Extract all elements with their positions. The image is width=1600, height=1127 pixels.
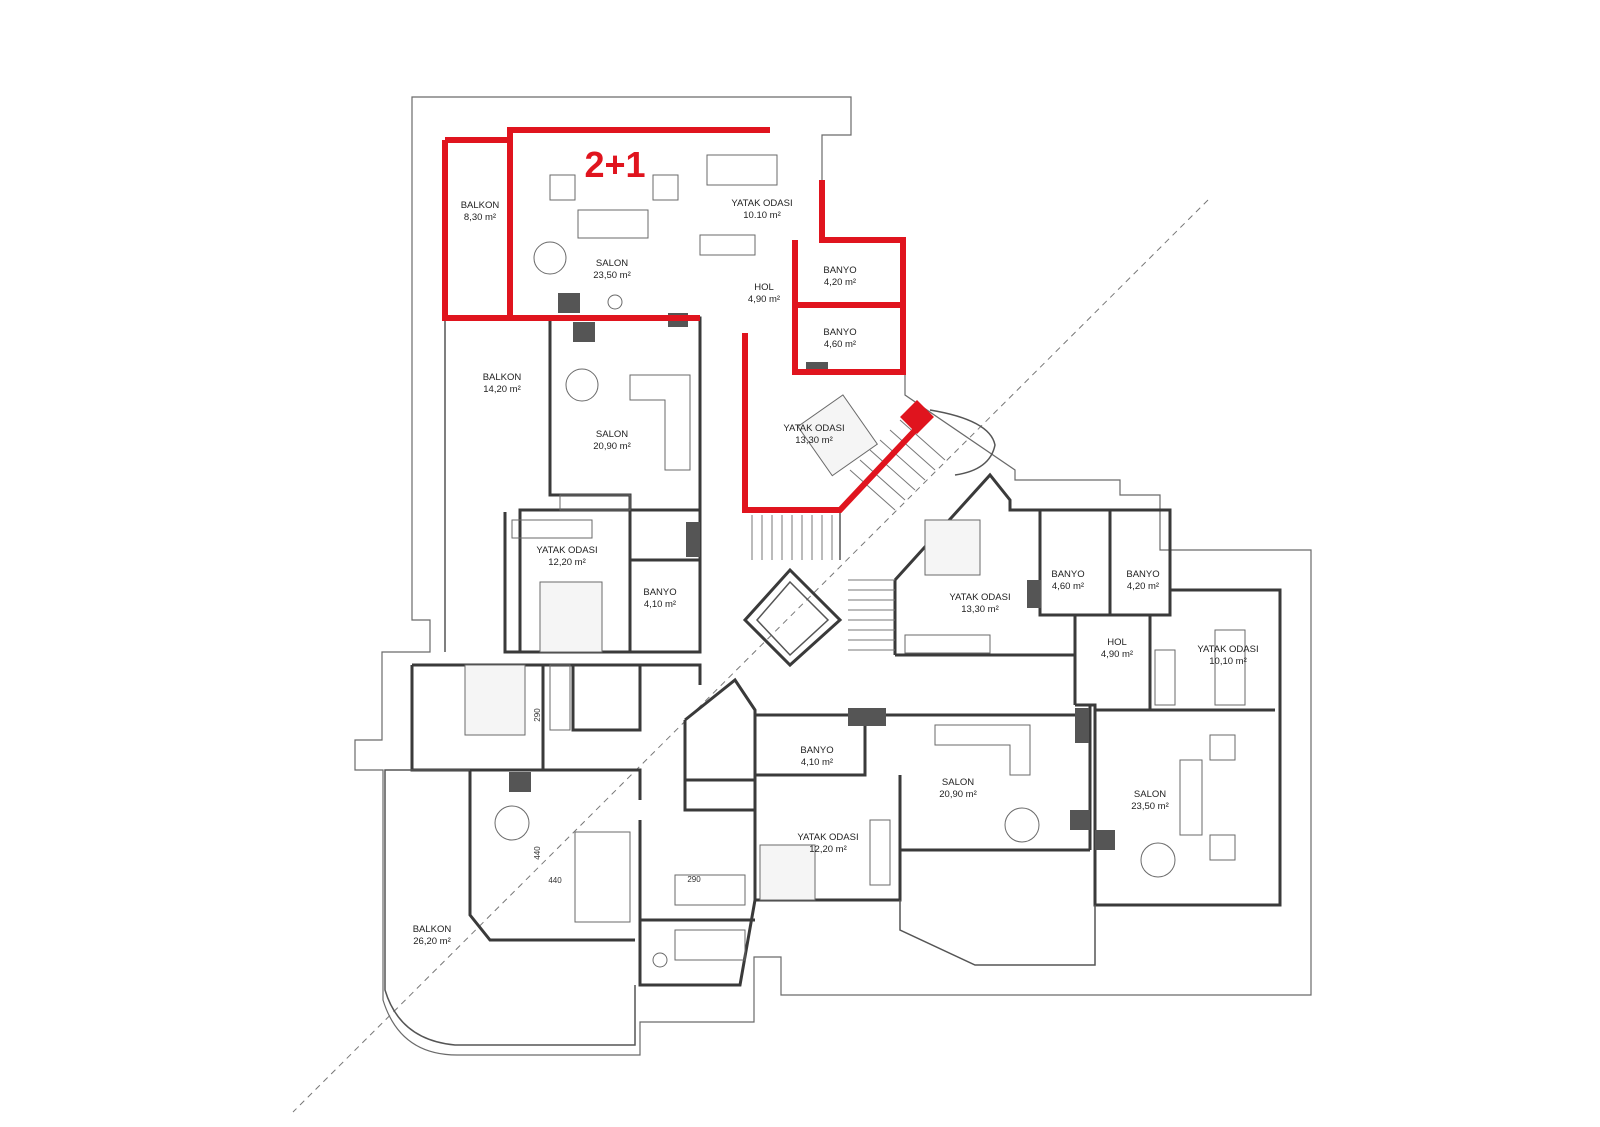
room-area: 20,90 m² bbox=[593, 441, 631, 452]
room-name: BALKON bbox=[483, 372, 522, 383]
dimension-440: 440 bbox=[548, 876, 562, 885]
room-name: BANYO bbox=[1126, 569, 1159, 580]
room-area: 8,30 m² bbox=[464, 212, 496, 223]
room-area: 20,90 m² bbox=[939, 789, 977, 800]
unit-type-label: 2+1 bbox=[584, 144, 645, 185]
room-area: 4,90 m² bbox=[748, 294, 780, 305]
room-area: 10,10 m² bbox=[1209, 656, 1247, 667]
room-area: 4,60 m² bbox=[824, 339, 856, 350]
room-name: BANYO bbox=[643, 587, 676, 598]
room-name: YATAK ODASI bbox=[949, 592, 1010, 603]
room-area: 4,10 m² bbox=[644, 599, 676, 610]
room-name: YATAK ODASI bbox=[731, 198, 792, 209]
highlight-column bbox=[900, 400, 934, 434]
room-area: 4,60 m² bbox=[1052, 581, 1084, 592]
bottom-left-balcony bbox=[384, 769, 636, 1046]
room-name: YATAK ODASI bbox=[783, 423, 844, 434]
dimension-290: 290 bbox=[687, 875, 701, 884]
room-name: BANYO bbox=[823, 265, 856, 276]
room-name: BALKON bbox=[461, 200, 500, 211]
room-area: 26,20 m² bbox=[413, 936, 451, 947]
room-name: SALON bbox=[596, 258, 628, 269]
dimension-440: 440 bbox=[533, 846, 542, 860]
room-name: BALKON bbox=[413, 924, 452, 935]
highlighted-unit: 2+1 bbox=[442, 127, 934, 513]
room-area: 23,50 m² bbox=[1131, 801, 1169, 812]
room-name: BANYO bbox=[1051, 569, 1084, 580]
room-area: 14,20 m² bbox=[483, 384, 521, 395]
room-area: 4,10 m² bbox=[801, 757, 833, 768]
dimension-labels: 290 440 440 290 bbox=[533, 708, 701, 885]
room-name: BANYO bbox=[800, 745, 833, 756]
room-area: 23,50 m² bbox=[593, 270, 631, 281]
room-area: 4,90 m² bbox=[1101, 649, 1133, 660]
room-area: 4,20 m² bbox=[824, 277, 856, 288]
room-area: 13,30 m² bbox=[795, 435, 833, 446]
room-area: 12,20 m² bbox=[548, 557, 586, 568]
bottom-right-terrace bbox=[899, 900, 1096, 966]
room-name: SALON bbox=[942, 777, 974, 788]
room-name: SALON bbox=[1134, 789, 1166, 800]
furniture bbox=[464, 154, 1246, 968]
room-name: HOL bbox=[1107, 637, 1127, 648]
room-name: YATAK ODASI bbox=[1197, 644, 1258, 655]
dimension-290: 290 bbox=[533, 708, 542, 722]
room-area: 13,30 m² bbox=[961, 604, 999, 615]
room-name: YATAK ODASI bbox=[797, 832, 858, 843]
room-name: SALON bbox=[596, 429, 628, 440]
room-name: BANYO bbox=[823, 327, 856, 338]
room-labels: BALKON 8,30 m² SALON 23,50 m² YATAK ODAS… bbox=[413, 198, 1259, 947]
room-name: YATAK ODASI bbox=[536, 545, 597, 556]
room-area: 12,20 m² bbox=[809, 844, 847, 855]
site-outline bbox=[354, 96, 1312, 1056]
columns bbox=[509, 293, 1115, 850]
room-area: 10.10 m² bbox=[743, 210, 781, 221]
room-area: 4,20 m² bbox=[1127, 581, 1159, 592]
room-name: HOL bbox=[754, 282, 774, 293]
